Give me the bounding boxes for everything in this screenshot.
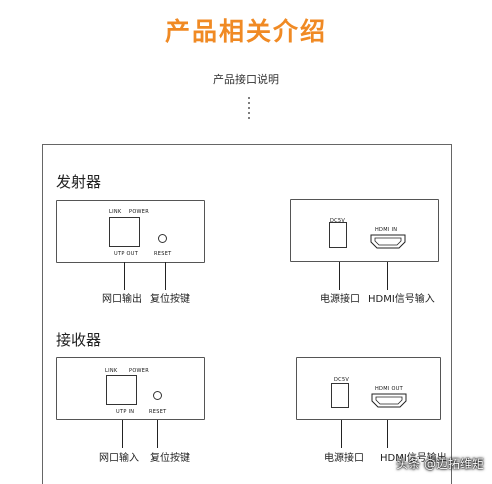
hdmi-port-icon [370,234,406,249]
hdmi-port-label: HDMI OUT [375,386,404,392]
transmitter-front-panel: LINK POWER UTP OUT RESET [56,200,205,263]
dc-power-label: DC5V [334,377,350,383]
network-leader-line [122,420,123,448]
network-output-caption: 网口输出 [102,294,142,305]
hdmi-leader-line [387,420,388,448]
reset-caption: 复位按键 [150,294,190,305]
reset-button [158,234,167,243]
hdmi-leader-line [387,262,388,290]
power-leader-line [341,420,342,448]
reset-button [153,391,162,400]
transmitter-section-label: 发射器 [56,173,102,191]
diagram-frame [42,144,452,484]
receiver-section-label: 接收器 [56,331,102,349]
link-led-label: LINK [109,209,122,215]
power-leader-line [339,262,340,290]
dc-power-label: DC5V [330,218,346,224]
hdmi-port-label: HDMI IN [375,227,398,233]
rj45-port [109,217,140,247]
utp-port-label: UTP OUT [114,251,139,257]
dc-power-jack [331,383,349,408]
divider-dot [248,97,250,99]
network-leader-line [124,262,125,290]
link-led-label: LINK [105,368,118,374]
divider-dot [248,112,250,114]
watermark: 头条 @迈拓维矩 [396,457,484,471]
rj45-port [106,375,137,405]
hdmi-output-caption: HDMI信号输出 [380,453,447,464]
hdmi-input-caption: HDMI信号输入 [368,294,435,305]
power-caption: 电源接口 [320,294,360,305]
utp-port-label: UTP IN [116,409,135,415]
power-led-label: POWER [129,209,150,215]
dc-power-jack [329,222,347,248]
network-input-caption: 网口输入 [99,453,139,464]
divider-dot [248,107,250,109]
divider-dot [248,117,250,119]
page-title: 产品相关介绍 [164,17,327,46]
receiver-front-panel: LINK POWER UTP IN RESET [56,357,205,420]
transmitter-back-panel: DC5V HDMI IN [290,199,439,262]
reset-label: RESET [149,409,167,415]
power-caption: 电源接口 [324,453,364,464]
hdmi-port-icon [371,393,407,408]
receiver-back-panel: DC5V HDMI OUT [296,357,441,420]
reset-label: RESET [154,251,172,257]
reset-caption: 复位按键 [150,453,190,464]
reset-leader-line [157,420,158,448]
divider-dot [248,102,250,104]
power-led-label: POWER [129,368,150,374]
reset-leader-line [165,262,166,290]
page-subtitle: 产品接口说明 [213,73,279,86]
